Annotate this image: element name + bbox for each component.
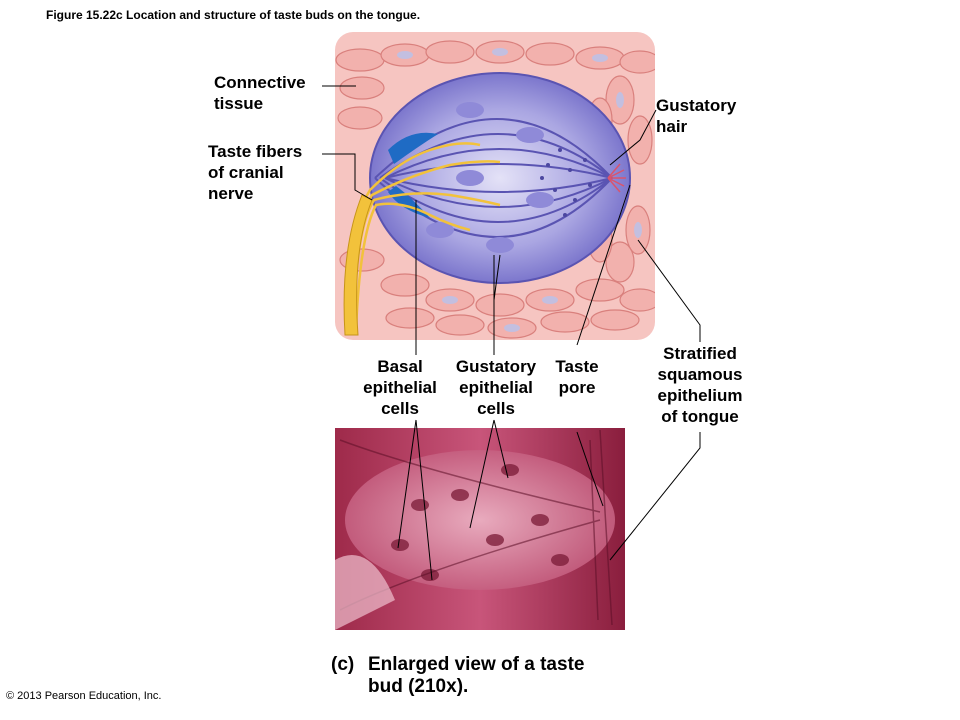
label-connective-tissue: Connective tissue: [214, 73, 306, 113]
basal-cell-upper: [388, 132, 438, 164]
label-basal-cells: Basal epithelial cells: [363, 357, 437, 418]
taste-bud: [369, 72, 631, 284]
label-stratified-epithelium: Stratified squamous epithelium of tongue: [657, 344, 743, 426]
label-taste-fibers: Taste fibers of cranial nerve: [208, 142, 303, 203]
leader-lines: [322, 85, 701, 581]
label-taste-pore: Taste pore: [555, 357, 599, 397]
label-gustatory-hair: Gustatory hair: [656, 96, 737, 136]
dots: [540, 148, 592, 217]
epithelial-nuclei: [397, 48, 642, 332]
copyright: © 2013 Pearson Education, Inc.: [6, 690, 162, 702]
label-gustatory-cells: Gustatory epithelial cells: [455, 357, 537, 418]
figure-caption: Figure 15.22c Location and structure of …: [46, 8, 421, 22]
micrograph-streaks: [339, 429, 613, 626]
micrograph-panel: [335, 428, 625, 630]
panel-letter: (c): [331, 654, 355, 675]
illustration-panel: [335, 32, 655, 340]
micrograph-nerve-region: [335, 555, 395, 630]
panel-caption: Enlarged view of a taste bud (210x).: [368, 654, 585, 697]
gustatory-cell-nuclei: [426, 102, 554, 253]
gustatory-hair-tufts: [607, 163, 626, 193]
